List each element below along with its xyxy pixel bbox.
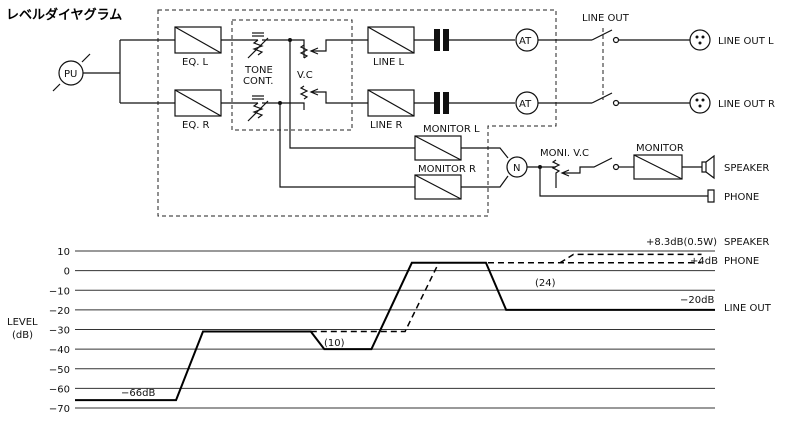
legend-phone: PHONE xyxy=(724,256,759,267)
line-r-block xyxy=(367,89,415,117)
attenuator-r-label: AT xyxy=(519,99,532,110)
volume-pot-l xyxy=(299,44,309,59)
pickup-arrow-lower xyxy=(52,83,61,92)
chart-ylabel-unit: (dB) xyxy=(12,330,33,341)
volume-control-label: V.C xyxy=(297,70,313,81)
annotation-start-level: −66dB xyxy=(121,388,155,399)
y-tick-label: −40 xyxy=(49,345,70,356)
volume-pot-r xyxy=(299,85,309,100)
chart-grid xyxy=(75,250,715,409)
line-l-label: LINE L xyxy=(373,57,404,68)
series-line-phone xyxy=(310,262,702,333)
tone-cont-label: CONT. xyxy=(243,76,273,87)
monitor-volume-label: MONI. V.C xyxy=(540,148,589,159)
monitor-l-block xyxy=(414,135,462,161)
y-tick-label: −10 xyxy=(49,286,70,297)
monitor-feed-wiring xyxy=(279,40,415,188)
eq-l-block xyxy=(174,26,222,54)
legend-line-out: LINE OUT xyxy=(724,303,772,314)
chart-series xyxy=(75,253,715,402)
mixer-n-label: N xyxy=(513,163,520,174)
vc-to-line-wiring xyxy=(311,39,368,104)
speaker-icon xyxy=(701,154,715,180)
pickup-wiring xyxy=(83,39,175,104)
monitor-switch-contact xyxy=(612,163,620,171)
y-tick-label: 10 xyxy=(57,247,70,258)
y-tick-label: −50 xyxy=(49,365,70,376)
chart-ylabel: LEVEL xyxy=(7,317,38,328)
transformer-l xyxy=(414,29,515,51)
pickup-label: PU xyxy=(64,69,77,80)
y-tick-label: 0 xyxy=(64,267,70,278)
line-out-switch-label: LINE OUT xyxy=(582,13,630,24)
line-out-r-label: LINE OUT R xyxy=(718,99,775,110)
series-line-speaker xyxy=(559,253,702,264)
line-out-l-connector xyxy=(689,29,711,51)
y-tick-label: −20 xyxy=(49,306,70,317)
tone-control-enclosure xyxy=(231,19,353,131)
line-out-l-label: LINE OUT L xyxy=(718,36,774,47)
y-tick-label: −30 xyxy=(49,326,70,337)
eq-r-block xyxy=(174,89,222,117)
phone-label: PHONE xyxy=(724,192,759,203)
monitor-r-label: MONITOR R xyxy=(418,164,476,175)
monitor-amp-block xyxy=(633,154,683,180)
legend-speaker: SPEAKER xyxy=(724,237,769,248)
vc-wiper-arrows xyxy=(309,47,319,96)
diagram-title: レベルダイヤグラム xyxy=(6,7,122,23)
tone-label: TONE xyxy=(244,65,273,76)
y-tick-label: −60 xyxy=(49,384,70,395)
amplifier-enclosure xyxy=(157,9,557,217)
attenuator-l-label: AT xyxy=(519,36,532,47)
tone-control-symbol-l xyxy=(247,32,269,59)
annotation-drop: (24) xyxy=(535,278,556,289)
monitor-pot-wiper xyxy=(560,157,613,177)
annotation-speaker-level: +8.3dB(0.5W) xyxy=(646,237,717,248)
eq-l-label: EQ. L xyxy=(182,57,209,68)
transformer-r xyxy=(414,92,515,114)
line-l-block xyxy=(367,26,415,54)
monitor-volume-pot xyxy=(551,159,561,188)
line-out-r-connector xyxy=(689,92,711,114)
line-r-label: LINE R xyxy=(370,120,402,131)
annotation-line-out-level: −20dB xyxy=(680,295,714,306)
tone-control-symbol-r xyxy=(247,95,269,122)
eq-to-tone-wiring xyxy=(221,39,258,104)
eq-r-label: EQ. R xyxy=(182,120,210,131)
line-out-switch-l xyxy=(538,29,690,44)
y-tick-label: −70 xyxy=(49,404,70,415)
annotation-dip: (10) xyxy=(324,338,345,349)
speaker-label: SPEAKER xyxy=(724,163,769,174)
series-line-line-out xyxy=(75,261,715,402)
phone-feed-wiring xyxy=(527,166,708,197)
chart-y-ticks: 10 0 −10 −20 −30 −40 −50 −60 −70 xyxy=(49,247,70,415)
monitor-l-label: MONITOR L xyxy=(423,124,480,135)
annotation-phone-level: +4dB xyxy=(690,256,718,267)
monitor-r-block xyxy=(414,174,462,200)
monitor-amp-label: MONITOR xyxy=(636,143,684,154)
line-out-switch-r xyxy=(538,92,690,107)
phone-jack-icon xyxy=(707,189,715,203)
monitor-to-mixer-wiring xyxy=(461,147,509,188)
pickup-arrow-upper xyxy=(81,53,91,63)
